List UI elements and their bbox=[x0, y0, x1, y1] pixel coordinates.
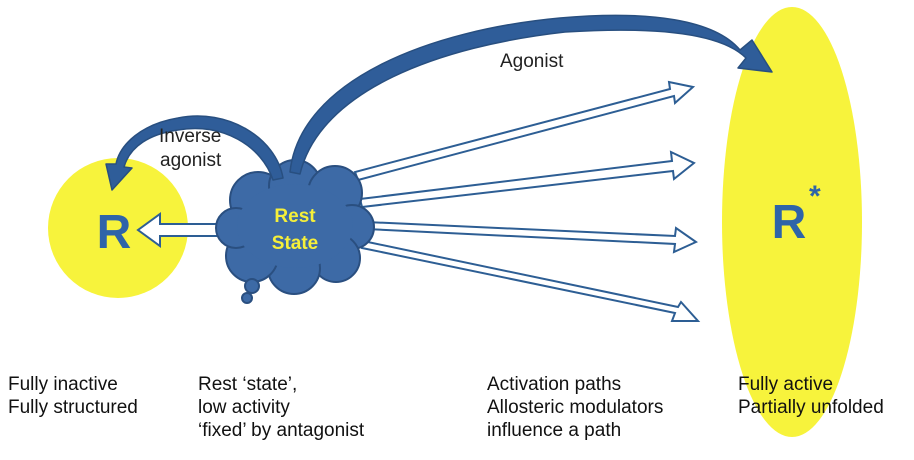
active-caption: Fully active Partially unfolded bbox=[738, 373, 884, 419]
activation-caption-line1: Activation paths bbox=[487, 374, 622, 395]
rest-caption-line1: Rest ‘state’, bbox=[198, 374, 298, 395]
inactive-caption-line1: Fully inactive bbox=[8, 374, 118, 395]
activation-caption-line3: influence a path bbox=[487, 420, 622, 441]
rest-caption-line2: low activity bbox=[198, 397, 290, 418]
rest-caption: Rest ‘state’, low activity ‘fixed’ by an… bbox=[198, 373, 364, 442]
agonist-arrow bbox=[289, 14, 773, 175]
inactive-receptor-label: R bbox=[97, 206, 132, 259]
activation-arrow-2 bbox=[358, 150, 696, 209]
activation-caption: Activation paths Allosteric modulators i… bbox=[487, 373, 663, 442]
inactive-caption: Fully inactive Fully structured bbox=[8, 373, 138, 419]
active-caption-line2: Partially unfolded bbox=[738, 397, 884, 418]
inverse-agonist-label-line2: agonist bbox=[160, 150, 222, 171]
rest-state-cloud bbox=[215, 159, 375, 304]
inverse-agonist-arrow bbox=[105, 115, 284, 191]
activation-arrow-1 bbox=[353, 80, 696, 182]
inverse-agonist-label-line1: Inverse bbox=[159, 126, 221, 147]
rest-to-inactive-arrow bbox=[136, 212, 223, 248]
activation-path-arrows bbox=[353, 80, 701, 322]
activation-arrow-3 bbox=[365, 220, 699, 254]
active-receptor-label: R bbox=[772, 196, 807, 249]
active-state-ellipse bbox=[722, 7, 862, 437]
inactive-state-circle bbox=[48, 158, 188, 298]
activation-caption-line2: Allosteric modulators bbox=[487, 397, 664, 418]
activation-arrow-4 bbox=[360, 239, 701, 322]
inactive-caption-line2: Fully structured bbox=[8, 397, 138, 418]
active-caption-line1: Fully active bbox=[738, 374, 834, 395]
rest-state-label-line2: State bbox=[272, 233, 318, 254]
rest-state-label-line1: Rest bbox=[274, 206, 316, 227]
agonist-label: Agonist bbox=[500, 51, 564, 72]
rest-caption-line3: ‘fixed’ by antagonist bbox=[198, 420, 365, 441]
active-receptor-superscript: * bbox=[809, 180, 821, 213]
